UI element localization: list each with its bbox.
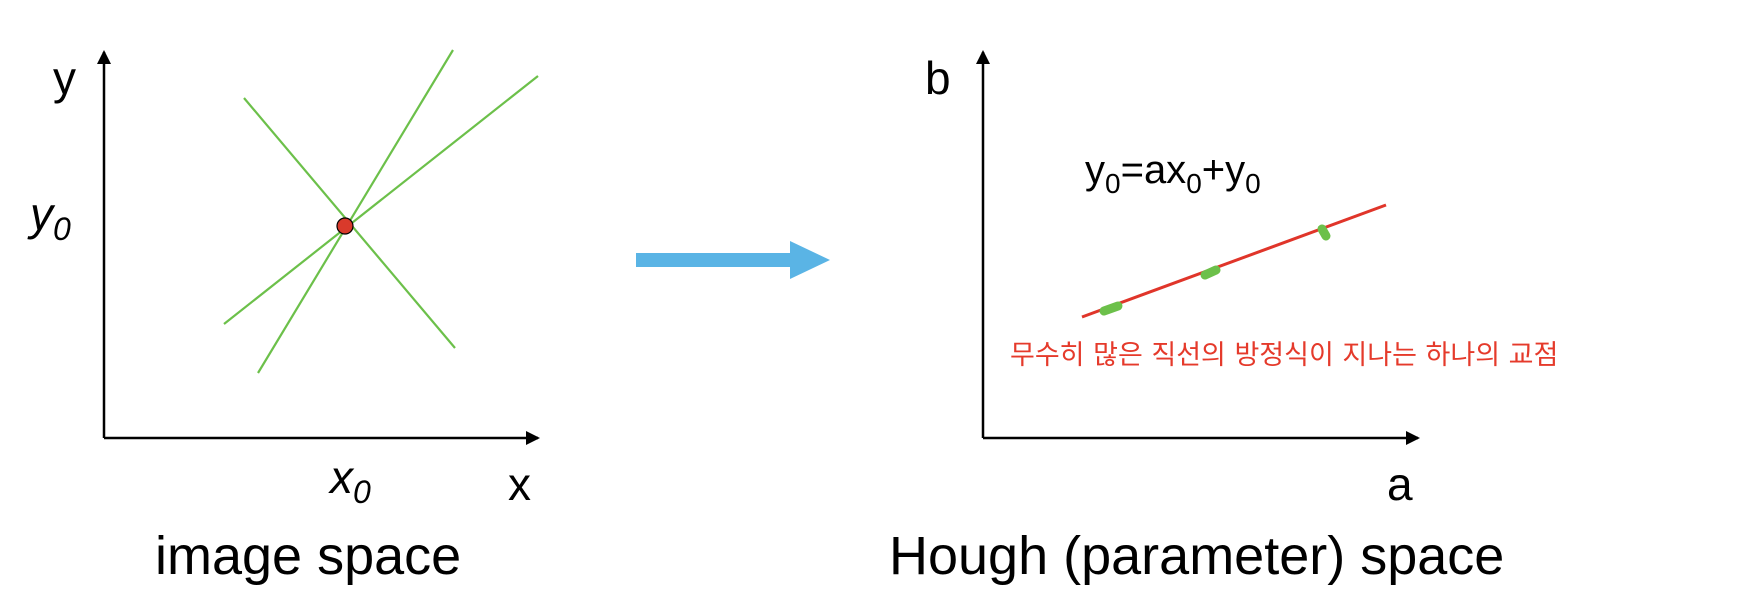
hough-space-caption: Hough (parameter) space xyxy=(889,526,1504,586)
image-y-axis-label: y xyxy=(53,52,76,104)
hough-b-axis-label: b xyxy=(925,52,951,104)
hough-space-panel: b a y0=ax0+y0 무수히 많은 직선의 방정식이 지나는 하나의 교점… xyxy=(889,50,1558,586)
arrow-head xyxy=(790,241,830,279)
y0-label: y0 xyxy=(27,188,71,247)
intersection-note: 무수히 많은 직선의 방정식이 지나는 하나의 교점 xyxy=(1010,340,1558,371)
x0-label: x0 xyxy=(328,451,371,510)
hough-point-3 xyxy=(1317,224,1331,241)
image-line-1 xyxy=(257,49,454,374)
image-space-panel: y x y0 x0 image space xyxy=(27,49,540,586)
hough-point-2 xyxy=(1200,265,1221,280)
arrow-shaft xyxy=(636,253,792,267)
image-line-2 xyxy=(223,75,539,325)
intersection-point xyxy=(336,217,354,235)
hough-point-1 xyxy=(1099,301,1123,316)
hough-equation: y0=ax0+y0 xyxy=(1085,148,1261,199)
image-x-axis-label: x xyxy=(508,458,531,510)
hough-a-axis-label: a xyxy=(1387,458,1413,510)
transform-arrow xyxy=(636,241,830,279)
hough-line xyxy=(1081,203,1387,319)
image-space-caption: image space xyxy=(155,526,461,586)
